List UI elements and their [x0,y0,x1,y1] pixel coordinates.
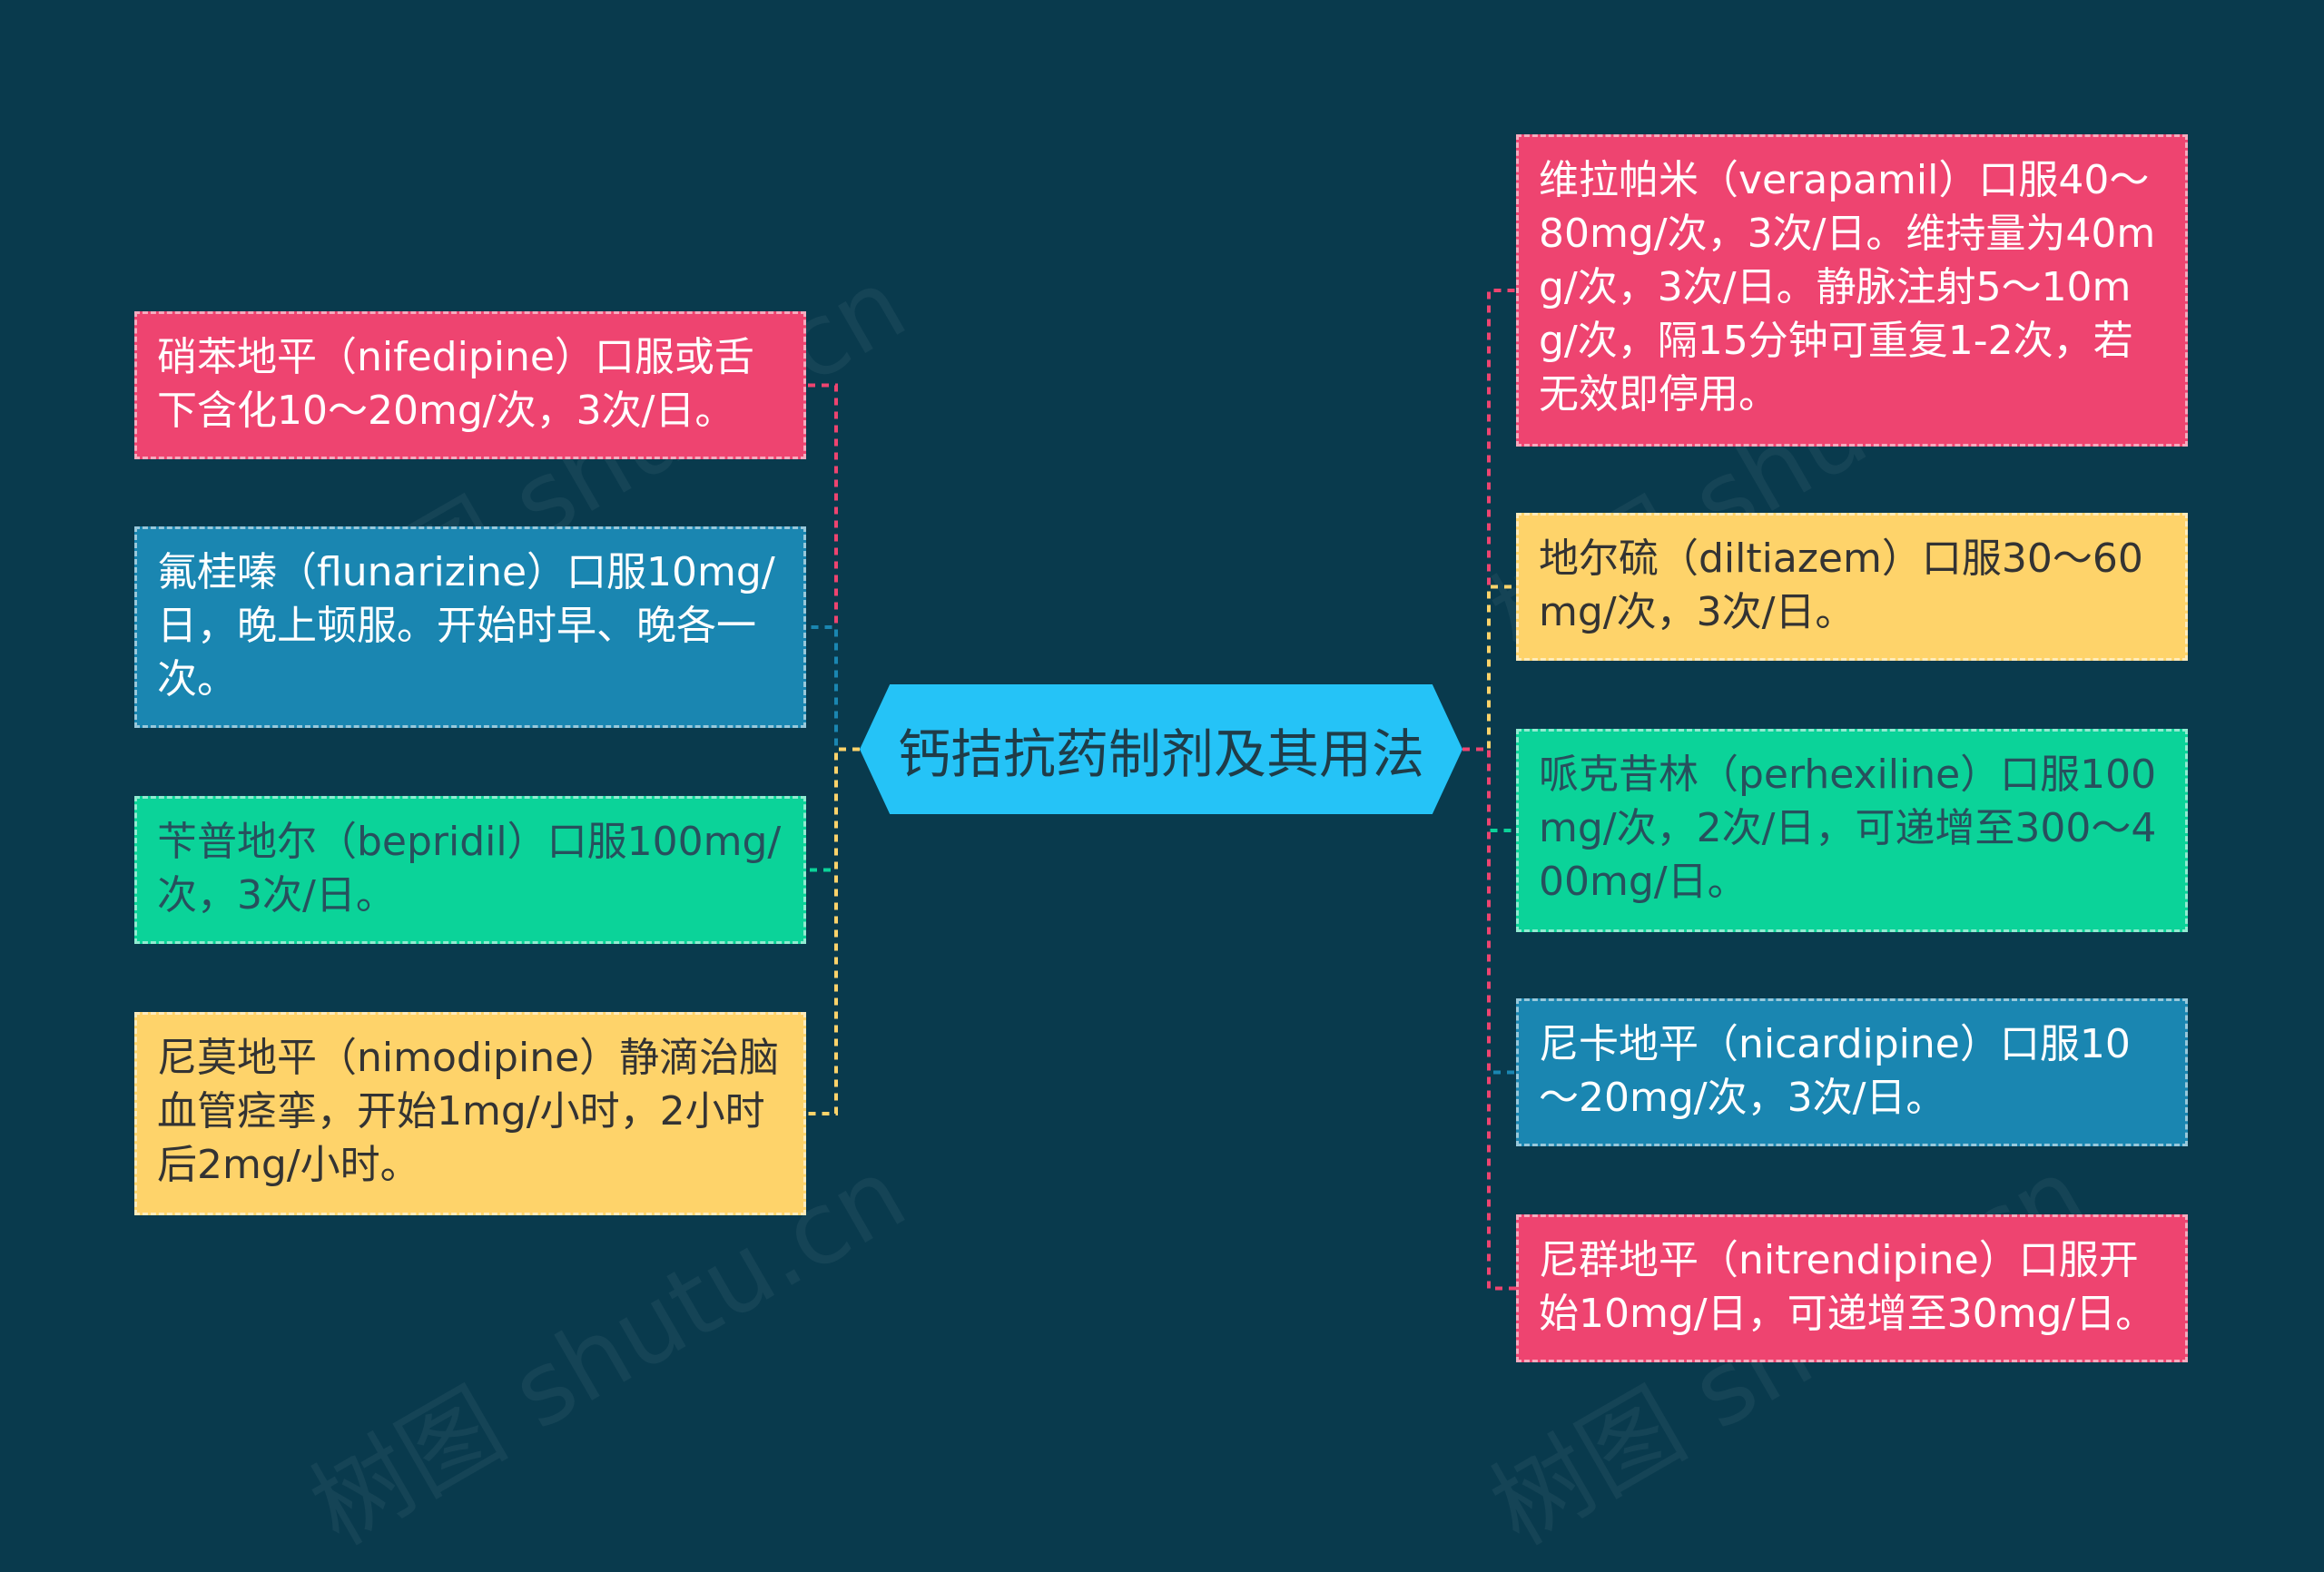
node-text: 尼卡地平（nicardipine）口服10～20mg/次，3次/日。 [1539,1021,2131,1121]
left-node-nimodipine[interactable]: 尼莫地平（nimodipine）静滴治脑血管痉挛，开始1mg/小时，2小时后2m… [134,1012,806,1215]
node-text: 维拉帕米（verapamil）口服40～80mg/次，3次/日。维持量为40mg… [1539,157,2156,418]
node-text: 尼群地平（nitrendipine）口服开始10mg/日，可递增至30mg/日。 [1539,1237,2156,1337]
mind-map-canvas: 树图 shutu.cn 树图 shutu.cn 树图 shutu.cn 树图 s… [134,134,2188,1567]
node-text: 硝苯地平（nifedipine）口服或舌下含化10～20mg/次，3次/日。 [157,334,754,434]
left-node-nifedipine[interactable]: 硝苯地平（nifedipine）口服或舌下含化10～20mg/次，3次/日。 [134,311,806,459]
node-text: 苄普地尔（bepridil）口服100mg/次，3次/日。 [157,819,782,919]
node-text: 尼莫地平（nimodipine）静滴治脑血管痉挛，开始1mg/小时，2小时后2m… [157,1035,780,1188]
left-node-bepridil[interactable]: 苄普地尔（bepridil）口服100mg/次，3次/日。 [134,796,806,944]
connector-line [1462,747,1516,1291]
connector-line [806,747,860,1115]
connector-line [1462,289,1516,752]
node-text: 哌克昔林（perhexiline）口服100mg/次，2次/日，可递增至300～… [1539,752,2157,905]
right-node-nicardipine[interactable]: 尼卡地平（nicardipine）口服10～20mg/次，3次/日。 [1516,998,2188,1146]
connector-line [806,625,860,752]
left-node-flunarizine[interactable]: 氟桂嗪（flunarizine）口服10mg/日，晚上顿服。开始时早、晚各一次。 [134,526,806,728]
connector-line [1462,585,1516,752]
connector-line [806,383,860,752]
central-topic[interactable]: 钙拮抗药制剂及其用法 [860,684,1462,814]
connector-line [806,747,860,872]
right-node-perhexiline[interactable]: 哌克昔林（perhexiline）口服100mg/次，2次/日，可递增至300～… [1516,729,2188,932]
right-node-verapamil[interactable]: 维拉帕米（verapamil）口服40～80mg/次，3次/日。维持量为40mg… [1516,134,2188,447]
node-text: 氟桂嗪（flunarizine）口服10mg/日，晚上顿服。开始时早、晚各一次。 [157,549,775,702]
connector-lines [806,289,1516,1291]
right-node-nitrendipine[interactable]: 尼群地平（nitrendipine）口服开始10mg/日，可递增至30mg/日。 [1516,1214,2188,1362]
central-topic-label: 钙拮抗药制剂及其用法 [897,722,1424,785]
node-text: 地尔硫（diltiazem）口服30～60mg/次，3次/日。 [1539,535,2143,635]
right-node-diltiazem[interactable]: 地尔硫（diltiazem）口服30～60mg/次，3次/日。 [1516,513,2188,661]
